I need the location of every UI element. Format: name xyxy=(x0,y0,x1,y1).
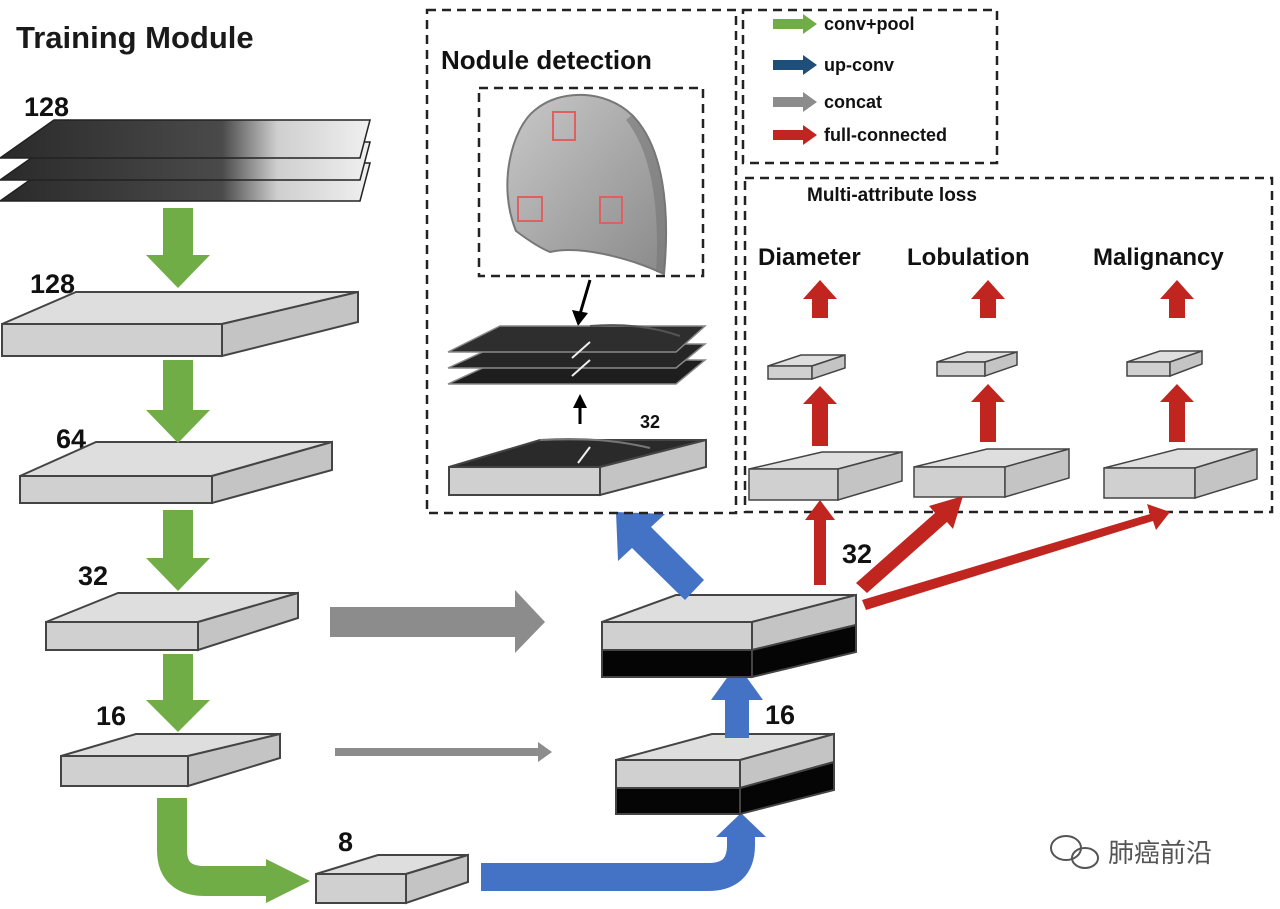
detection-size-label: 32 xyxy=(640,412,660,432)
detection-arrow-down xyxy=(578,279,592,315)
fc-arrow-diameter xyxy=(805,500,835,585)
conv-pool-arrow-3 xyxy=(146,510,210,591)
nodule-detection-panel xyxy=(425,8,738,515)
conv-pool-arrow-5 xyxy=(157,798,268,896)
legend-panel xyxy=(741,8,999,165)
up-conv-arrow-decoder xyxy=(711,664,763,738)
encoder-block-3 xyxy=(45,591,299,652)
legend-label-full-connected: full-connected xyxy=(824,125,947,145)
fc-arrow-malignancy xyxy=(862,504,1170,610)
attribute-label-malignancy: Malignancy xyxy=(1093,244,1224,271)
watermark-text: 肺癌前沿 xyxy=(1108,838,1212,868)
legend-item-full-connected: full-connected xyxy=(773,125,947,145)
up-conv-arrow-detection xyxy=(616,512,704,600)
multi-attribute-panel xyxy=(743,176,1274,514)
encoder-label-3: 32 xyxy=(78,561,108,591)
detection-arrow-up-head xyxy=(573,394,587,408)
encoder-label-1: 128 xyxy=(30,269,75,299)
detection-arrow-down-head xyxy=(572,310,588,326)
attribute-branch-lobulation xyxy=(913,280,1070,499)
attribute-branch-diameter xyxy=(748,280,903,502)
attribute-label-diameter: Diameter xyxy=(758,244,861,271)
multi-attribute-title: Multi-attribute loss xyxy=(807,185,977,206)
nodule-detection-title: Nodule detection xyxy=(441,45,652,75)
encoder-block-1 xyxy=(1,290,359,358)
encoder-label-4: 16 xyxy=(96,701,126,731)
legend-label-up-conv: up-conv xyxy=(824,55,894,75)
lung-render-image xyxy=(506,93,668,276)
decoder-label-16: 16 xyxy=(765,700,795,730)
encoder-block-2 xyxy=(19,440,333,505)
conv-pool-arrow-4 xyxy=(146,654,210,732)
decoder-block-32 xyxy=(601,593,857,679)
concat-arrow-small xyxy=(335,742,552,762)
attribute-label-lobulation: Lobulation xyxy=(907,244,1030,271)
wechat-icon xyxy=(1050,835,1099,869)
legend-item-conv-pool: conv+pool xyxy=(773,14,915,34)
conv-pool-arrow-2 xyxy=(146,360,210,443)
detection-output-slices xyxy=(447,324,708,385)
encoder-label-5: 8 xyxy=(338,827,353,857)
legend-label-conv-pool: conv+pool xyxy=(824,14,915,34)
decoder-label-32: 32 xyxy=(842,539,872,569)
bottleneck-block xyxy=(315,853,469,905)
fc-arrow-lobulation xyxy=(856,496,963,593)
legend-item-concat: concat xyxy=(773,92,882,112)
attribute-branch-malignancy xyxy=(1103,280,1258,500)
conv-pool-arrow-1 xyxy=(146,208,210,288)
concat-arrow-large xyxy=(330,590,545,653)
training-module-title: Training Module xyxy=(16,20,254,55)
lung-render-frame xyxy=(477,86,705,278)
decoder-block-16 xyxy=(615,732,835,816)
up-conv-arrow-bottleneck xyxy=(481,835,755,891)
input-ct-slices xyxy=(0,119,371,202)
encoder-block-4 xyxy=(60,732,281,788)
up-conv-arrow-bottleneck-head xyxy=(716,813,766,837)
conv-pool-arrow-5-head xyxy=(266,859,310,903)
legend-label-concat: concat xyxy=(824,92,882,112)
encoder-label-input: 128 xyxy=(24,92,69,122)
detection-input-block xyxy=(448,438,707,497)
watermark: 肺癌前沿 xyxy=(1050,835,1212,869)
legend-item-up-conv: up-conv xyxy=(773,55,894,75)
